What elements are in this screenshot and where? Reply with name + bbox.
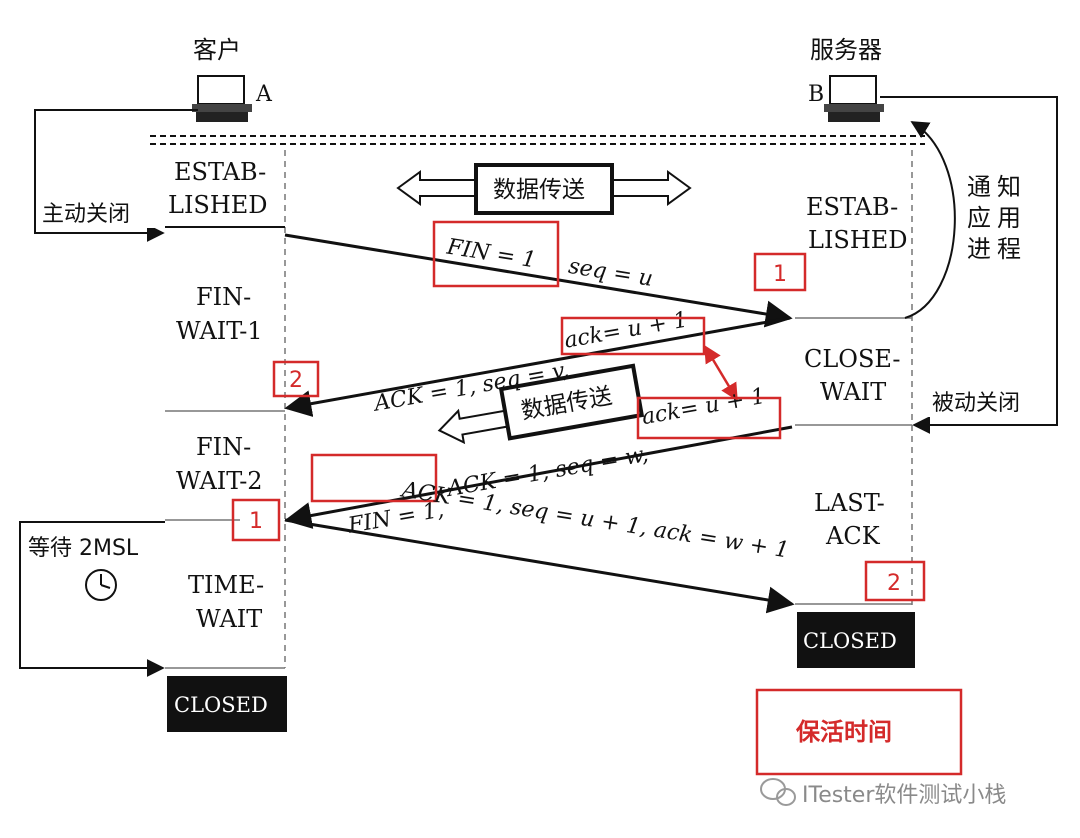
passive-close-arrow bbox=[880, 96, 1058, 434]
message-ack-2-arrow bbox=[284, 316, 791, 418]
wait-2msl-loop-arrow bbox=[19, 521, 165, 677]
client-computer-icon bbox=[192, 75, 252, 122]
message-fin-1-seq: seq = u bbox=[567, 254, 655, 292]
highlight-ack-3 bbox=[636, 396, 782, 440]
notify-app-char-1: 通 bbox=[967, 173, 991, 201]
ack-compare-arrow bbox=[704, 344, 738, 402]
client-state-established-2: LISHED bbox=[168, 191, 268, 219]
clock-icon bbox=[85, 569, 117, 601]
passive-close-label: 被动关闭 bbox=[932, 391, 1020, 416]
watermark-text: ITester软件测试小栈 bbox=[802, 783, 1006, 808]
client-title: 客户 bbox=[193, 36, 241, 64]
server-state-last-ack-b: ACK bbox=[825, 522, 881, 550]
server-closed-state: CLOSED bbox=[797, 612, 915, 668]
data-transfer-1: 数据传送 bbox=[396, 163, 692, 215]
client-state-time-wait-b: WAIT bbox=[196, 605, 262, 633]
message-fin-1-arrow bbox=[284, 233, 793, 328]
client-state-fin-wait-2a: FIN- bbox=[196, 433, 251, 461]
message-ack-4: ACK = 1, seq = u + 1, ack = w + 1 bbox=[398, 477, 790, 563]
active-close-arrow bbox=[34, 109, 198, 242]
annotation-server-2: 2 bbox=[887, 571, 901, 596]
message-fin-3-ackno: ack= u + 1 bbox=[640, 384, 767, 430]
notify-app-char-4: 用 bbox=[997, 204, 1021, 232]
server-closed-label: CLOSED bbox=[803, 629, 897, 653]
annotation-client-1: 1 bbox=[249, 509, 263, 534]
data-transfer-2: 数据传送 bbox=[437, 363, 645, 445]
client-state-time-wait-a: TIME- bbox=[188, 571, 264, 599]
keepalive-label: 保活时间 bbox=[795, 718, 892, 746]
wechat-icon bbox=[760, 778, 796, 806]
notify-application-arrow bbox=[904, 121, 956, 319]
annotation-server-1: 1 bbox=[773, 262, 787, 287]
annotation-client-2: 2 bbox=[289, 368, 303, 393]
client-state-fin-wait-1b: WAIT-1 bbox=[176, 317, 263, 345]
notify-app-char-2: 知 bbox=[997, 173, 1021, 201]
highlight-ack-2 bbox=[560, 316, 706, 356]
keepalive-box bbox=[755, 688, 963, 776]
server-title: 服务器 bbox=[810, 36, 882, 64]
client-closed-state: CLOSED bbox=[167, 676, 287, 732]
server-state-close-wait-b: WAIT bbox=[820, 378, 886, 406]
client-closed-label: CLOSED bbox=[174, 693, 268, 717]
notify-app-char-3: 应 bbox=[967, 204, 991, 232]
message-ack-4-arrow bbox=[284, 518, 795, 614]
server-host-label: B bbox=[808, 82, 824, 107]
server-state-established-2: LISHED bbox=[808, 226, 908, 254]
server-computer-icon bbox=[824, 75, 884, 122]
annotation-box-client-2 bbox=[272, 360, 320, 398]
server-state-last-ack-a: LAST- bbox=[814, 489, 885, 517]
client-host-label: A bbox=[255, 82, 273, 107]
active-close-label: 主动关闭 bbox=[42, 202, 130, 227]
notify-app-char-5: 进 bbox=[967, 235, 991, 263]
annotation-box-server-1 bbox=[753, 252, 807, 292]
wait-2msl-label: 等待 2MSL bbox=[28, 536, 139, 561]
highlight-fin-1 bbox=[432, 220, 560, 288]
notify-app-char-6: 程 bbox=[997, 235, 1021, 263]
data-transfer-1-label: 数据传送 bbox=[493, 177, 585, 203]
client-state-fin-wait-2b: WAIT-2 bbox=[176, 467, 263, 495]
server-state-established-1: ESTAB- bbox=[806, 193, 898, 221]
message-fin-3-arrow bbox=[284, 425, 793, 529]
highlight-fin-3 bbox=[310, 453, 438, 503]
client-state-fin-wait-1a: FIN- bbox=[196, 283, 251, 311]
server-state-close-wait-a: CLOSE- bbox=[804, 345, 901, 373]
annotation-box-server-2 bbox=[864, 560, 926, 602]
annotation-box-client-1 bbox=[231, 498, 281, 542]
client-state-established-1: ESTAB- bbox=[174, 158, 266, 186]
